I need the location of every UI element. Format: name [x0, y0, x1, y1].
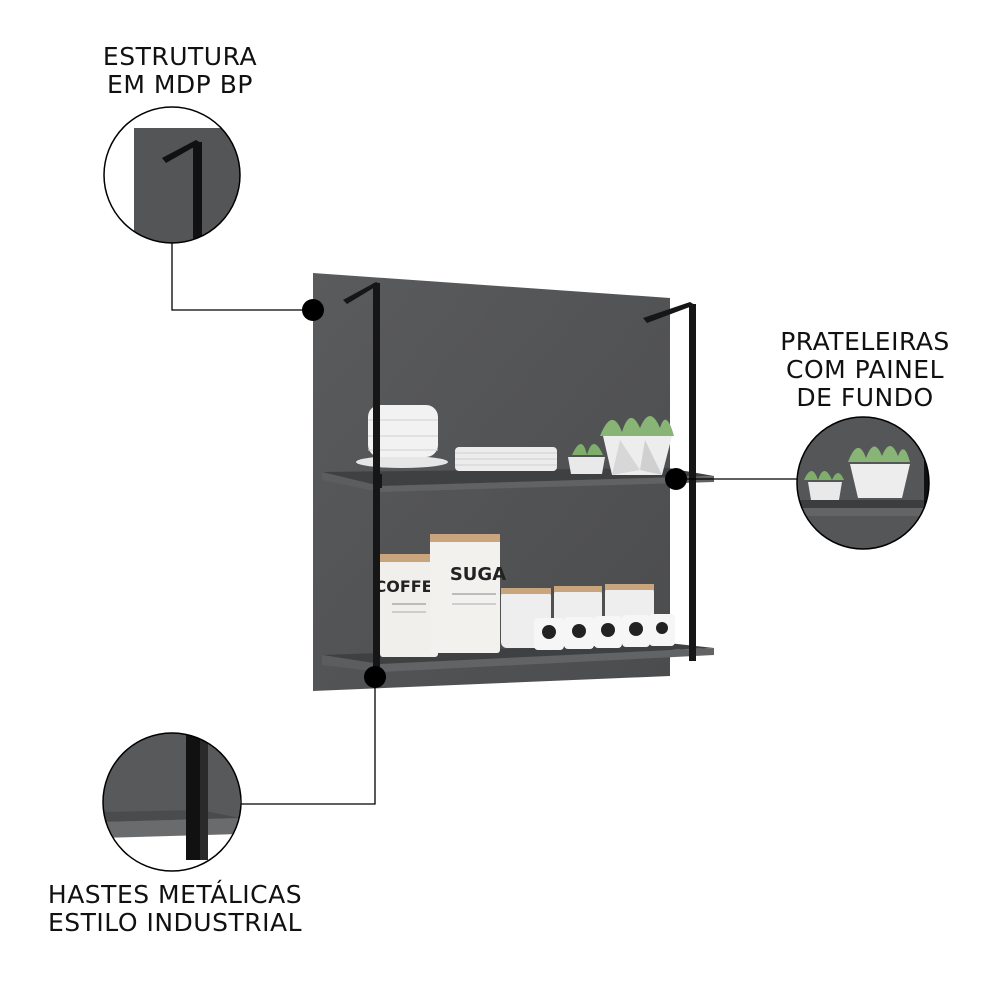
label-structure-line-2: EM MDP BP — [107, 70, 253, 99]
callout-lines — [171, 243, 797, 805]
label-shelves: PRATELEIRAS COM PAINEL DE FUNDO — [775, 328, 955, 412]
large-plant-pot — [600, 416, 674, 475]
label-structure: ESTRUTURA EM MDP BP — [100, 43, 260, 99]
zoom-circle-shelf — [796, 416, 930, 550]
label-shelves-line-2: COM PAINEL — [785, 355, 945, 384]
zoom-circle-rods — [102, 732, 242, 872]
metal-rods — [343, 282, 696, 675]
label-structure-line-1: ESTRUTURA — [102, 42, 258, 71]
plates-stack — [455, 447, 557, 471]
label-metal-rods-line-2: ESTILO INDUSTRIAL — [47, 908, 302, 937]
bowls-stack — [356, 405, 448, 468]
label-shelves-line-3: DE FUNDO — [796, 383, 934, 412]
sugar-canister: SUGA — [430, 534, 506, 653]
sugar-label: SUGA — [450, 564, 506, 585]
label-metal-rods-line-1: HASTES METÁLICAS — [47, 880, 303, 909]
label-metal-rods: HASTES METÁLICAS ESTILO INDUSTRIAL — [45, 881, 305, 937]
small-plant-pot — [568, 444, 605, 474]
label-shelves-line-1: PRATELEIRAS — [780, 327, 950, 356]
zoom-circle-structure — [103, 106, 241, 244]
callout-dot-right — [665, 468, 687, 490]
coffee-label: COFFEE — [374, 577, 443, 596]
coffee-canister: COFFEE — [374, 554, 444, 657]
callout-dot-bottom — [364, 666, 386, 688]
spice-jars — [501, 584, 675, 650]
lower-shelf — [322, 643, 714, 672]
callout-dot-top — [302, 299, 324, 321]
